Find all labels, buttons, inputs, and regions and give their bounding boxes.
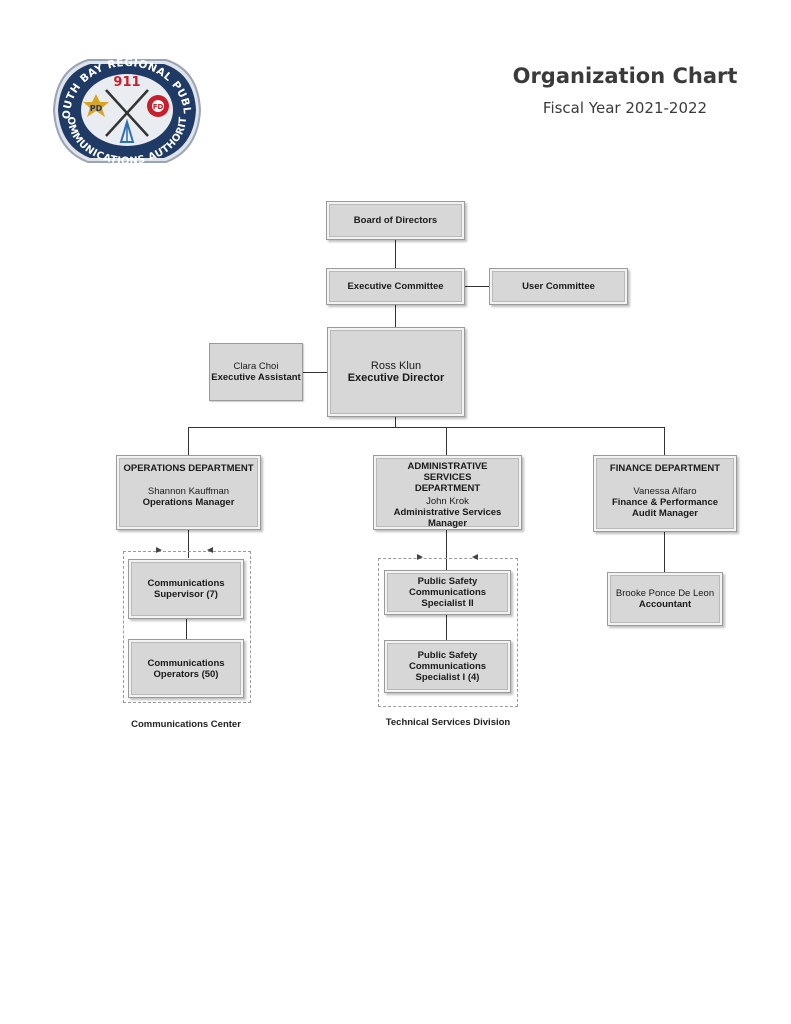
connector-board-exec [395, 240, 396, 268]
connector-bus-operations [188, 427, 189, 455]
administrative-services-department-box: ADMINISTRATIVE SERVICES DEPARTMENT John … [373, 455, 522, 530]
communications-supervisor-box: Communications Supervisor (7) [128, 559, 244, 619]
user-committee-box: User Committee [489, 268, 628, 305]
arrow-right-icon [156, 547, 162, 553]
svg-text:911: 911 [113, 75, 140, 90]
connector-operations-down [188, 530, 189, 558]
tech-services-group [378, 558, 518, 707]
page-title: Organization Chart [512, 64, 738, 88]
arrow-left-icon [207, 547, 213, 553]
board-of-directors-box: Board of Directors [326, 201, 465, 240]
executive-director-box: Ross Klun Executive Director [327, 327, 465, 417]
ps-specialist-ii-box: Public Safety Communications Specialist … [384, 570, 511, 615]
connector-bus-admin [446, 427, 447, 455]
accountant-box: Brooke Ponce De Leon Accountant [607, 572, 723, 626]
executive-committee-box: Executive Committee [326, 268, 465, 305]
executive-assistant-box: Clara Choi Executive Assistant [209, 343, 303, 401]
tech-services-caption: Technical Services Division [385, 717, 511, 728]
page-subtitle: Fiscal Year 2021-2022 [542, 99, 708, 117]
connector-spec2-spec1 [446, 615, 447, 640]
connector-admin-down [446, 530, 447, 570]
connector-exec-director [395, 305, 396, 327]
ps-specialist-i-box: Public Safety Communications Specialist … [384, 640, 511, 693]
connector-dept-bus [188, 427, 665, 428]
connector-bus-finance [664, 427, 665, 455]
comm-center-caption: Communications Center [131, 719, 241, 730]
finance-department-box: FINANCE DEPARTMENT Vanessa Alfaro Financ… [593, 455, 737, 532]
comm-center-group [123, 551, 251, 703]
connector-supervisor-operators [186, 619, 187, 639]
connector-finance-accountant [664, 532, 665, 572]
svg-text:PD: PD [90, 104, 103, 113]
connector-assistant-director [303, 372, 327, 373]
authority-logo: SOUTH BAY REGIONAL PUBLIC COMMUNICATIONS… [43, 41, 206, 170]
operations-department-box: OPERATIONS DEPARTMENT Shannon Kauffman O… [116, 455, 261, 530]
arrow-left-icon [472, 554, 478, 560]
communications-operators-box: Communications Operators (50) [128, 639, 244, 698]
connector-exec-user [465, 286, 489, 287]
arrow-right-icon [417, 554, 423, 560]
connector-director-down [395, 417, 396, 428]
svg-text:FD: FD [153, 103, 164, 111]
